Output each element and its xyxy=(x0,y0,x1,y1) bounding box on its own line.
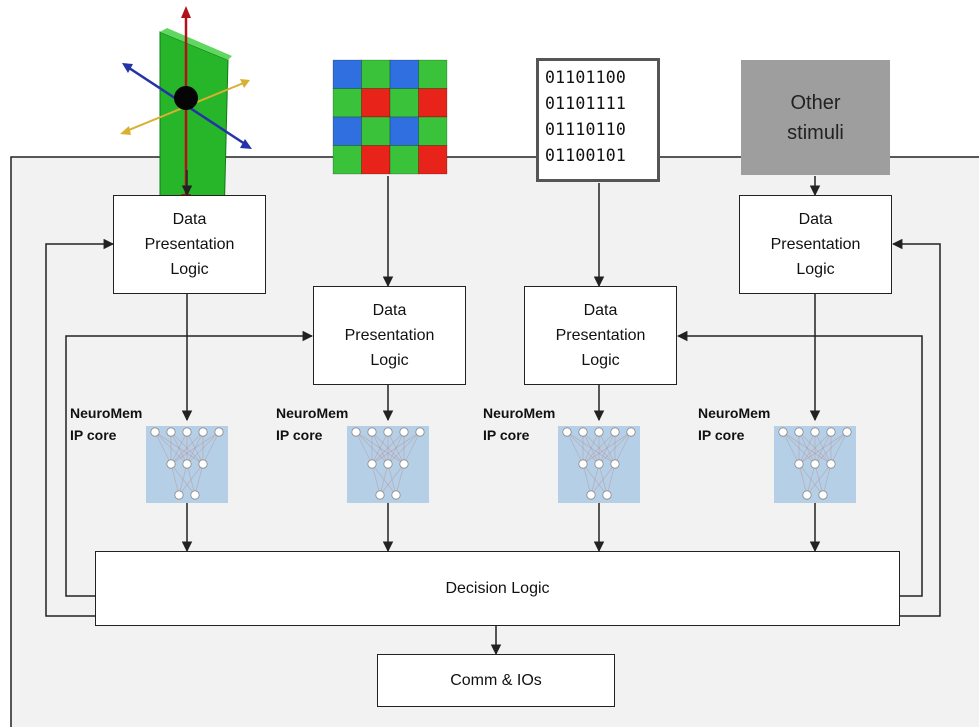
binary-row: 01101100 xyxy=(545,68,627,87)
other-stimuli-label: Other stimuli xyxy=(787,91,844,144)
neuron-node xyxy=(818,490,828,500)
data-presentation-label: Data Presentation Logic xyxy=(144,211,235,278)
neuron-node xyxy=(375,490,385,500)
filter-pixel xyxy=(332,88,362,118)
filter-pixel xyxy=(389,59,419,89)
neuron-node xyxy=(367,427,377,437)
neuromem-ip-core-label: NeuroMem IP core xyxy=(70,405,143,443)
connectors xyxy=(45,170,941,656)
neuron-node xyxy=(399,459,409,469)
data-presentation-label: Data Presentation Logic xyxy=(344,302,435,369)
neuron-node xyxy=(826,427,836,437)
filter-pixel xyxy=(418,59,448,89)
filter-pixel xyxy=(389,88,419,118)
neuron-node xyxy=(562,427,572,437)
neuron-node xyxy=(578,427,588,437)
neuron-node xyxy=(610,459,620,469)
bayer-color-filter-icon xyxy=(332,59,448,175)
neural-network-cores xyxy=(146,426,856,503)
neuron-node xyxy=(626,427,636,437)
neuron-node xyxy=(586,490,596,500)
neural-network-icon xyxy=(774,426,856,503)
neuron-node xyxy=(166,459,176,469)
neuron-node xyxy=(383,459,393,469)
filter-pixel xyxy=(389,145,419,175)
neuron-node xyxy=(794,459,804,469)
neuron-node xyxy=(610,427,620,437)
filter-pixel xyxy=(332,145,362,175)
filter-pixel xyxy=(418,145,448,175)
decision-logic-label: Decision Logic xyxy=(445,580,550,597)
filter-pixel xyxy=(361,145,391,175)
data-presentation-logic-3: Data Presentation Logic xyxy=(524,286,677,385)
neuron-node xyxy=(182,459,192,469)
filter-pixel xyxy=(361,59,391,89)
comm-ios-label: Comm & IOs xyxy=(450,672,542,689)
neuron-node xyxy=(383,427,393,437)
neural-network-icon xyxy=(146,426,228,503)
neuron-node xyxy=(802,490,812,500)
neuron-node xyxy=(842,427,852,437)
neuron-node xyxy=(391,490,401,500)
filter-pixel xyxy=(361,116,391,146)
neuron-node xyxy=(578,459,588,469)
neuron-node xyxy=(399,427,409,437)
neuron-node xyxy=(794,427,804,437)
neuron-node xyxy=(182,427,192,437)
filter-pixel xyxy=(418,88,448,118)
neuron-node xyxy=(594,459,604,469)
neural-network-icon xyxy=(347,426,429,503)
data-presentation-logic-1: Data Presentation Logic xyxy=(113,195,266,294)
neuron-node xyxy=(810,459,820,469)
neuron-node xyxy=(166,427,176,437)
filter-pixel xyxy=(389,116,419,146)
neuron-node xyxy=(810,427,820,437)
binary-row: 01101111 xyxy=(545,94,627,113)
data-presentation-logic-4: Data Presentation Logic xyxy=(739,195,892,294)
neuron-node xyxy=(594,427,604,437)
filter-pixel xyxy=(361,88,391,118)
neuron-node xyxy=(198,427,208,437)
decision-logic-box: Decision Logic xyxy=(95,551,900,626)
neural-network-icon xyxy=(558,426,640,503)
neuron-node xyxy=(415,427,425,437)
neuron-node xyxy=(198,459,208,469)
filter-pixel xyxy=(332,116,362,146)
neuron-node xyxy=(602,490,612,500)
data-presentation-label: Data Presentation Logic xyxy=(555,302,646,369)
neuron-node xyxy=(174,490,184,500)
neuron-node xyxy=(778,427,788,437)
neuromem-ip-core-label: NeuroMem IP core xyxy=(276,405,349,443)
other-stimuli-box: Other stimuli xyxy=(741,60,890,175)
binary-row: 01110110 xyxy=(545,120,627,139)
filter-pixel xyxy=(332,59,362,89)
filter-pixel xyxy=(418,116,448,146)
binary-row: 01100101 xyxy=(545,146,627,165)
data-presentation-logic-2: Data Presentation Logic xyxy=(313,286,466,385)
neuromem-ip-core-label: NeuroMem IP core xyxy=(483,405,556,443)
data-presentation-label: Data Presentation Logic xyxy=(770,211,861,278)
3d-axis-plane-icon xyxy=(120,6,252,223)
comm-ios-box: Comm & IOs xyxy=(377,654,615,707)
neuron-node xyxy=(367,459,377,469)
neuron-node xyxy=(214,427,224,437)
neuron-node xyxy=(150,427,160,437)
neuron-node xyxy=(190,490,200,500)
neuromem-ip-core-label: NeuroMem IP core xyxy=(698,405,771,443)
neuron-node xyxy=(826,459,836,469)
binary-data-icon: 01101100 01101111 01110110 01100101 xyxy=(536,58,660,182)
neuron-node xyxy=(351,427,361,437)
